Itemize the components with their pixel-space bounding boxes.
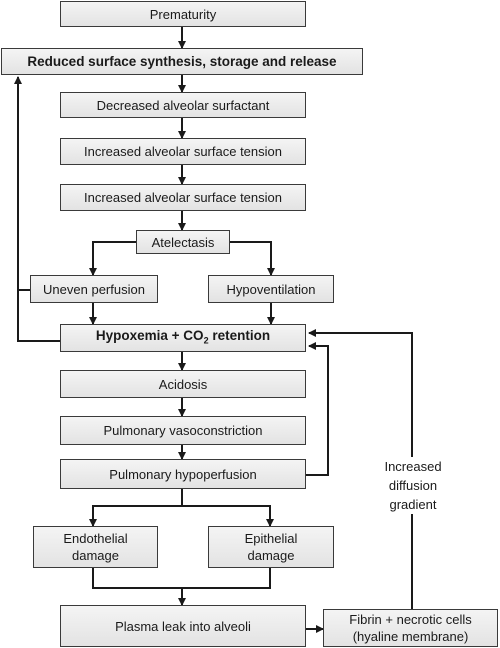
fibrin-line2: (hyaline membrane) [352, 629, 469, 644]
increased-tension-label-1: Increased alveolar surface tension [83, 144, 282, 159]
epithelial-line2: damage [247, 548, 295, 563]
increased-tension-box-2: Increased alveolar surface tension [60, 184, 306, 211]
decreased-surfactant-label: Decreased alveolar surfactant [96, 97, 270, 113]
co2-subscript: 2 [203, 335, 209, 346]
increased-tension-box-1: Increased alveolar surface tension [60, 138, 306, 165]
atelectasis-box: Atelectasis [136, 230, 230, 254]
hypoperfusion-label: Pulmonary hypoperfusion [109, 466, 257, 482]
uneven-perfusion-label: Uneven perfusion [43, 281, 145, 297]
reduced-surface-label: Reduced surface synthesis, storage and r… [27, 54, 337, 69]
prematurity-label: Prematurity [149, 6, 217, 22]
reduced-surface-box: Reduced surface synthesis, storage and r… [1, 48, 363, 75]
acidosis-box: Acidosis [60, 370, 306, 398]
gradient-line2: diffusion [388, 478, 438, 493]
epithelial-line1: Epithelial [244, 531, 298, 546]
epithelial-damage-box: Epithelial damage [208, 526, 334, 568]
plasma-leak-label: Plasma leak into alveoli [115, 618, 251, 634]
prematurity-box: Prematurity [60, 1, 306, 27]
endothelial-line2: damage [72, 548, 119, 563]
gradient-line1: Increased [384, 459, 442, 474]
hypoxemia-box: Hypoxemia + CO2 retention [60, 324, 306, 352]
vasoconstriction-box: Pulmonary vasoconstriction [60, 416, 306, 445]
endothelial-damage-box: Endothelial damage [33, 526, 158, 568]
atelectasis-label: Atelectasis [151, 234, 215, 250]
hypoventilation-box: Hypoventilation [208, 275, 334, 303]
decreased-surfactant-box: Decreased alveolar surfactant [60, 92, 306, 118]
hypoventilation-label: Hypoventilation [226, 281, 316, 297]
hypoxemia-label: Hypoxemia + CO2 retention [95, 327, 271, 346]
fibrin-line1: Fibrin + necrotic cells [349, 612, 472, 627]
diffusion-gradient-label: Increased diffusion gradient [372, 457, 454, 514]
plasma-leak-box: Plasma leak into alveoli [60, 605, 306, 647]
hypoperfusion-box: Pulmonary hypoperfusion [60, 459, 306, 489]
vasoconstriction-label: Pulmonary vasoconstriction [103, 423, 263, 438]
hyaline-membrane-box: Fibrin + necrotic cells (hyaline membran… [323, 609, 498, 647]
gradient-line3: gradient [389, 497, 437, 512]
endothelial-line1: Endothelial [63, 531, 128, 546]
uneven-perfusion-box: Uneven perfusion [30, 275, 158, 303]
increased-tension-label-2: Increased alveolar surface tension [83, 190, 282, 205]
acidosis-label: Acidosis [158, 376, 208, 392]
